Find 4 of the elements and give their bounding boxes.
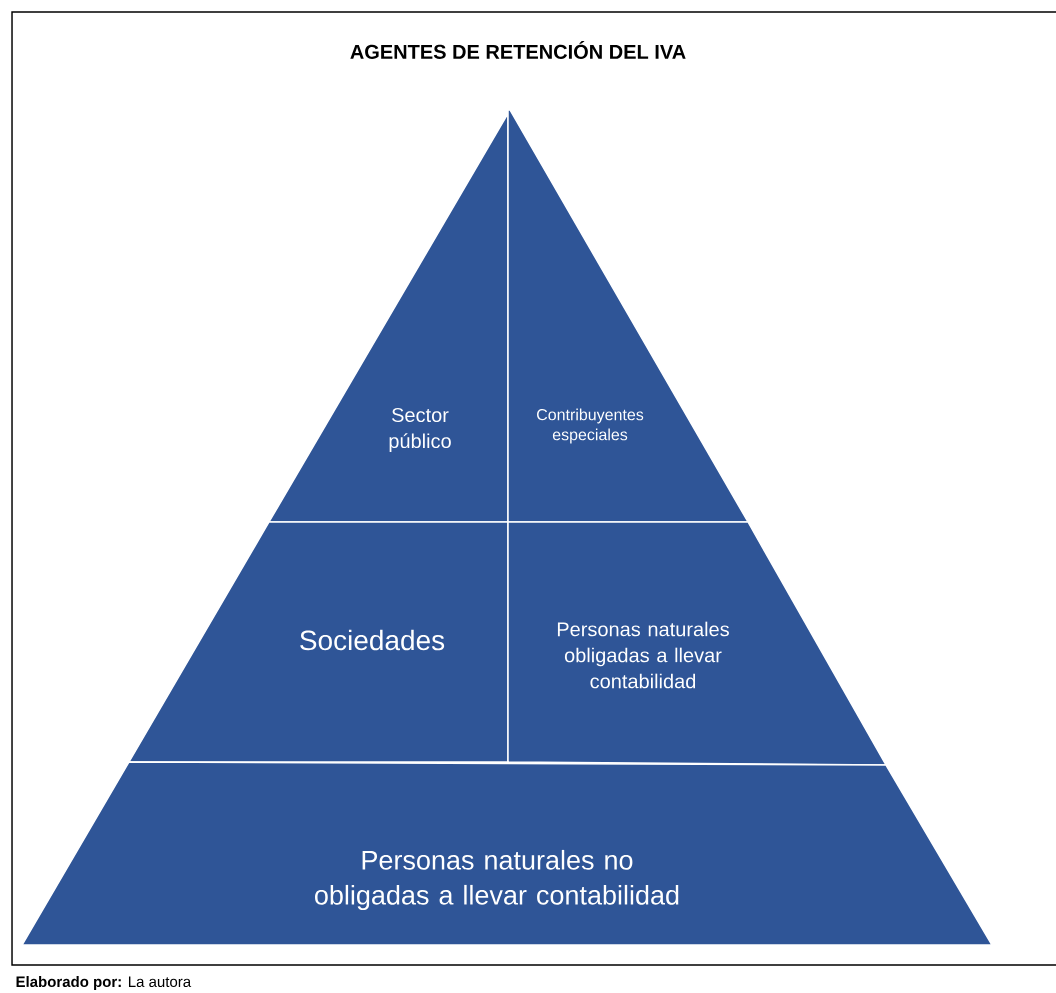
title: AGENTES DE RETENCIÓN DEL IVA: [350, 41, 686, 59]
pyramid-section: Personas naturales obligadas a llevar contabilidad: [507, 521, 888, 766]
caption: Elaborado por: La autora: [16, 976, 192, 990]
pyramid-section: Contribuyentes especiales: [507, 109, 750, 523]
